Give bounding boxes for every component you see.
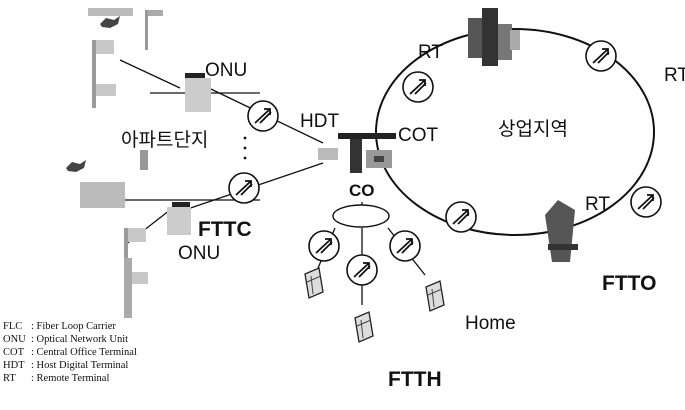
optical-node-icon (346, 254, 378, 286)
apartment-building-top (88, 8, 211, 112)
ftto-label: FTTO (602, 272, 656, 295)
hdt-label: HDT (300, 111, 339, 132)
tree-icon-left (66, 160, 86, 172)
legend-abbr: COT (3, 347, 24, 358)
optical-node-icon (247, 100, 279, 132)
abbreviation-legend: FLC : Fiber Loop Carrier ONU : Optical Net… (3, 320, 137, 385)
ftth-label: FTTH (388, 368, 442, 391)
home-icon-1 (304, 267, 324, 299)
legend-text: : Host Digital Terminal (31, 360, 129, 371)
co-label: CO (349, 181, 375, 200)
links (119, 59, 426, 305)
onu-top-label: ONU (205, 60, 247, 81)
commercial-area-label: 상업지역 (498, 118, 568, 140)
legend-row: FLC : Fiber Loop Carrier (3, 320, 137, 333)
apartment-building-bottom (80, 150, 191, 318)
fttc-label: FTTC (198, 218, 252, 241)
cot-label: COT (398, 125, 439, 146)
optical-node-icon (630, 186, 662, 218)
legend-row: COT : Central Office Terminal (3, 346, 137, 359)
legend-row: RT : Remote Terminal (3, 372, 137, 385)
legend-text: : Optical Network Unit (31, 334, 129, 345)
rt-bottom-label: RT (585, 194, 610, 215)
co-splitter (332, 204, 390, 228)
legend-abbr: HDT (3, 360, 25, 371)
legend-text: : Fiber Loop Carrier (31, 321, 116, 332)
home-label: Home (465, 313, 516, 334)
optical-node-icon (585, 40, 617, 72)
legend-row: ONU : Optical Network Unit (3, 333, 137, 346)
legend-text: : Remote Terminal (31, 373, 110, 384)
optical-node-icon (308, 230, 340, 262)
legend-text: : Central Office Terminal (31, 347, 137, 358)
office-building-image (468, 8, 520, 66)
optical-node-icon (228, 172, 260, 204)
legend-row: HDT : Host Digital Terminal (3, 359, 137, 372)
legend-abbr: RT (3, 373, 16, 384)
office-tower-image (545, 200, 578, 262)
tree-icon-top (100, 16, 120, 28)
hdt-cot-equipment-image (318, 133, 396, 173)
onu-bottom-label: ONU (178, 243, 220, 264)
optical-node-icon (402, 71, 434, 103)
commercial-ring (375, 28, 655, 236)
rt-top-right-label: RT (664, 65, 685, 86)
rt-top-label: RT (418, 42, 443, 63)
optical-node-icon (389, 230, 421, 262)
legend-abbr: ONU (3, 334, 26, 345)
optical-node-icon (445, 201, 477, 233)
legend-abbr: FLC (3, 321, 23, 332)
home-icon-3 (425, 280, 445, 312)
apartment-complex-label: 아파트단지 (121, 129, 208, 151)
home-icon-2 (354, 311, 374, 343)
continuation-dots (243, 136, 247, 160)
